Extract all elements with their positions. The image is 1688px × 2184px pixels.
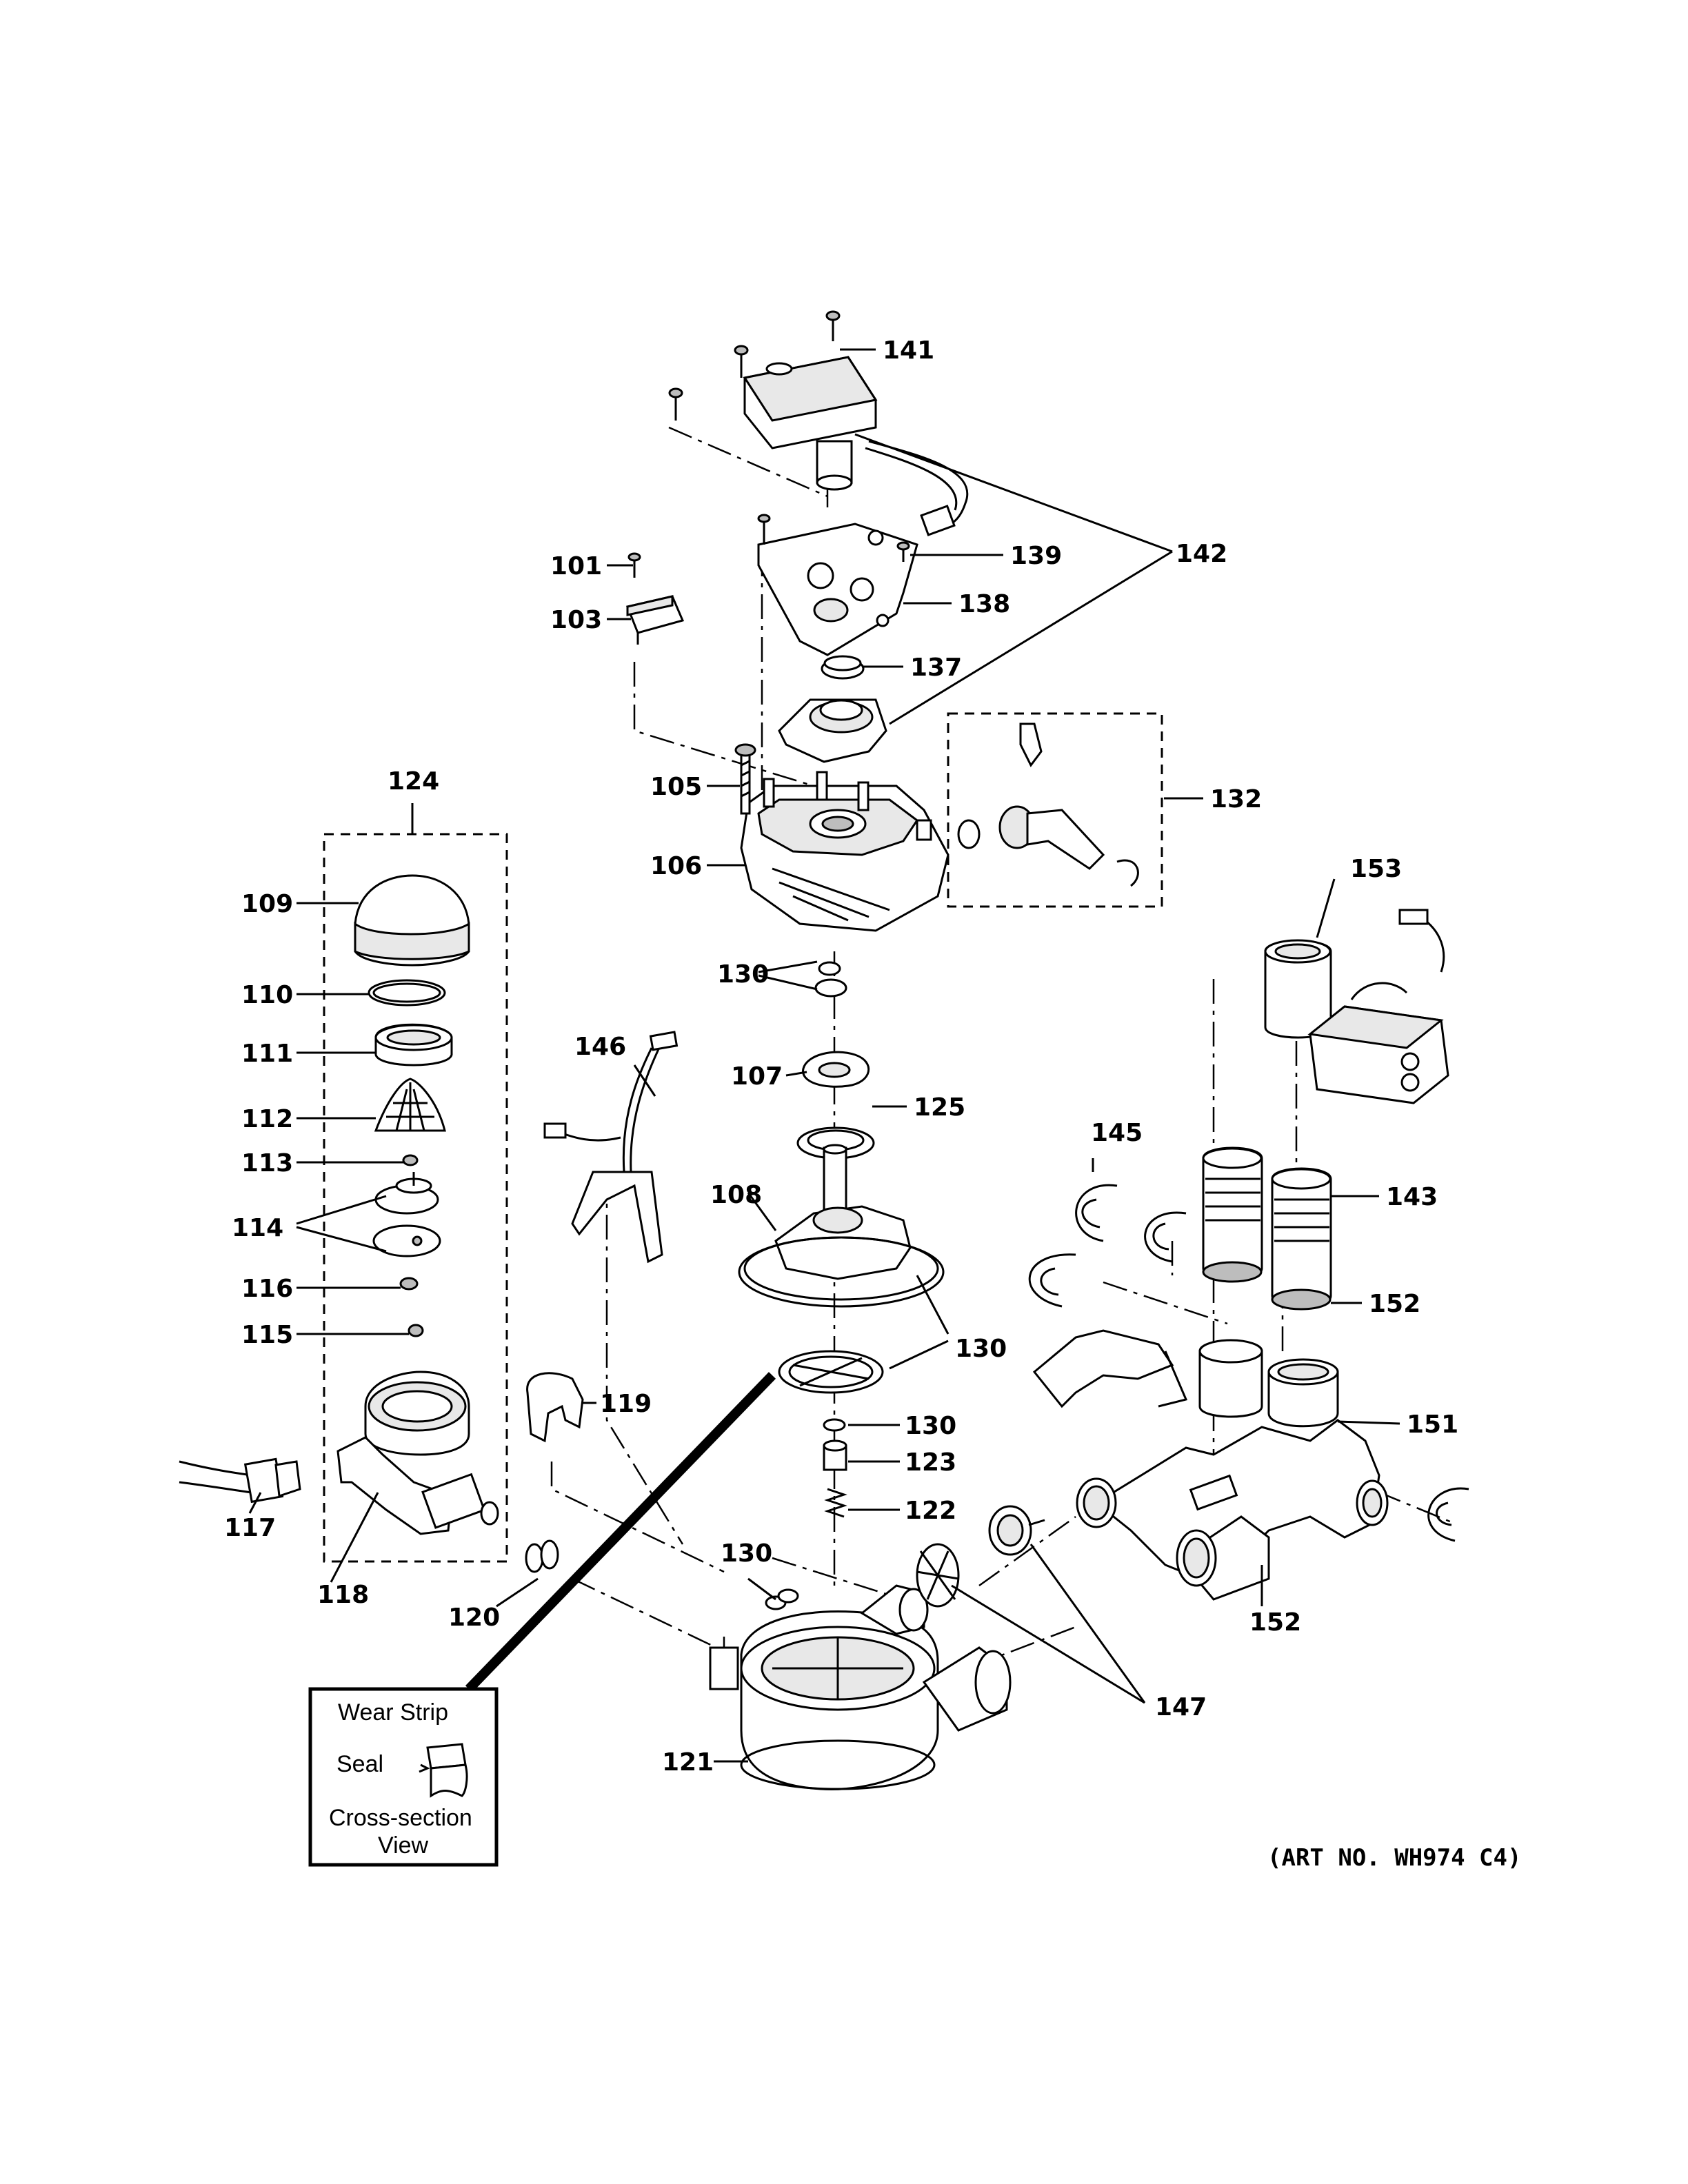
callout-111: 111: [241, 1040, 293, 1068]
brine-line-117: [179, 1457, 301, 1504]
callout-107: 107: [731, 1062, 783, 1091]
callout-114: 114: [232, 1214, 283, 1242]
callout-147: 147: [1155, 1693, 1207, 1721]
o-ring-110: [368, 979, 446, 1007]
drain-fitting-132: [947, 712, 1163, 908]
callout-152-top: 152: [1369, 1290, 1420, 1318]
cross-section-legend: [308, 1372, 776, 1867]
piston-assembly-108: [738, 1144, 945, 1308]
callout-152-bottom: 152: [1249, 1608, 1301, 1637]
bypass-valve-153: [1264, 909, 1449, 1104]
valve-body-121: [709, 1584, 1012, 1791]
valve-head-106: [740, 771, 950, 932]
callout-141: 141: [883, 336, 934, 365]
callout-105: 105: [650, 773, 702, 801]
clip-119: [526, 1372, 584, 1443]
retainer-111: [374, 1023, 453, 1066]
callout-130-top: 130: [717, 960, 769, 989]
callout-121: 121: [662, 1748, 714, 1777]
o-ring-130-small: [823, 1418, 846, 1432]
callout-146: 146: [574, 1033, 626, 1061]
legend-cross-section: Cross-section: [329, 1805, 472, 1831]
washer-113: [402, 1154, 419, 1166]
legend-view: View: [378, 1832, 429, 1859]
motor-assembly: [743, 356, 969, 536]
bypass-valve-body: [1032, 1329, 1389, 1580]
micro-switch-103: [625, 552, 685, 645]
callout-153: 153: [1350, 855, 1402, 883]
bearing-137: [821, 655, 865, 680]
flow-control-114: [372, 1172, 441, 1257]
screen-112: [374, 1078, 446, 1132]
callout-130-right: 130: [955, 1335, 1007, 1363]
legend-labels: Wear Strip Seal Cross-section View: [329, 1699, 472, 1859]
callout-151: 151: [1407, 1410, 1458, 1439]
callout-119: 119: [600, 1390, 652, 1418]
callout-137: 137: [910, 654, 962, 682]
sensor-harness-146: [543, 1031, 679, 1264]
callout-116: 116: [241, 1275, 293, 1303]
legend-wear-strip: Wear Strip: [338, 1699, 448, 1726]
callout-143: 143: [1386, 1183, 1438, 1211]
bypass-fitting-152-bottom: [1176, 1515, 1270, 1601]
callout-115: 115: [241, 1321, 293, 1349]
plug-116: [399, 1277, 419, 1291]
o-rings-130-bottom: [765, 1588, 799, 1610]
callout-103: 103: [550, 606, 602, 634]
callout-132: 132: [1210, 785, 1262, 813]
screw-105: [734, 743, 756, 815]
brine-valve-assembly-124: [323, 803, 508, 1563]
callout-118: 118: [317, 1581, 369, 1609]
ball-115: [408, 1324, 424, 1337]
callout-145: 145: [1091, 1119, 1143, 1147]
turbine-147: [916, 1505, 1045, 1608]
callout-113: 113: [241, 1149, 293, 1177]
callout-122: 122: [905, 1497, 956, 1525]
callout-125: 125: [914, 1093, 965, 1122]
callout-142: 142: [1176, 540, 1227, 568]
art-number: (ART NO. WH974 C4): [1267, 1844, 1521, 1872]
o-rings-130-top: [814, 961, 847, 998]
callout-139: 139: [1010, 542, 1062, 570]
spring-122: [824, 1488, 847, 1518]
ring-125: [796, 1126, 875, 1160]
callout-labels: 141 142 139 138 137 101 103 105 106 132 …: [224, 336, 1458, 1777]
callout-101: 101: [550, 552, 602, 580]
callout-106: 106: [650, 852, 702, 880]
screw-icons-141: [668, 310, 841, 421]
mounting-plate-138: [757, 514, 918, 656]
bushing-123: [823, 1439, 847, 1471]
cap-109: [354, 874, 470, 967]
legend-seal: Seal: [336, 1751, 383, 1777]
callout-117: 117: [224, 1514, 276, 1542]
callout-leaders: [248, 348, 1400, 1763]
callout-130-bottom: 130: [721, 1539, 772, 1568]
callout-138: 138: [958, 590, 1010, 618]
gear-assembly: [778, 698, 887, 763]
connector-tubes-143: [1202, 1146, 1332, 1311]
callout-124: 124: [388, 767, 439, 796]
callout-120: 120: [448, 1604, 500, 1632]
o-rings-120: [525, 1539, 559, 1573]
callout-123: 123: [905, 1448, 956, 1477]
clips-145: [1028, 1184, 1469, 1542]
spacer-seal-130: [778, 1350, 884, 1394]
callout-130-middle: 130: [905, 1412, 956, 1440]
brine-valve-body-118: [336, 1371, 499, 1535]
callout-108: 108: [710, 1181, 762, 1209]
seal-107: [802, 1051, 870, 1088]
callout-110: 110: [241, 981, 293, 1009]
bypass-fitting-151: [1198, 1339, 1339, 1428]
callout-112: 112: [241, 1105, 293, 1133]
callout-109: 109: [241, 890, 293, 918]
